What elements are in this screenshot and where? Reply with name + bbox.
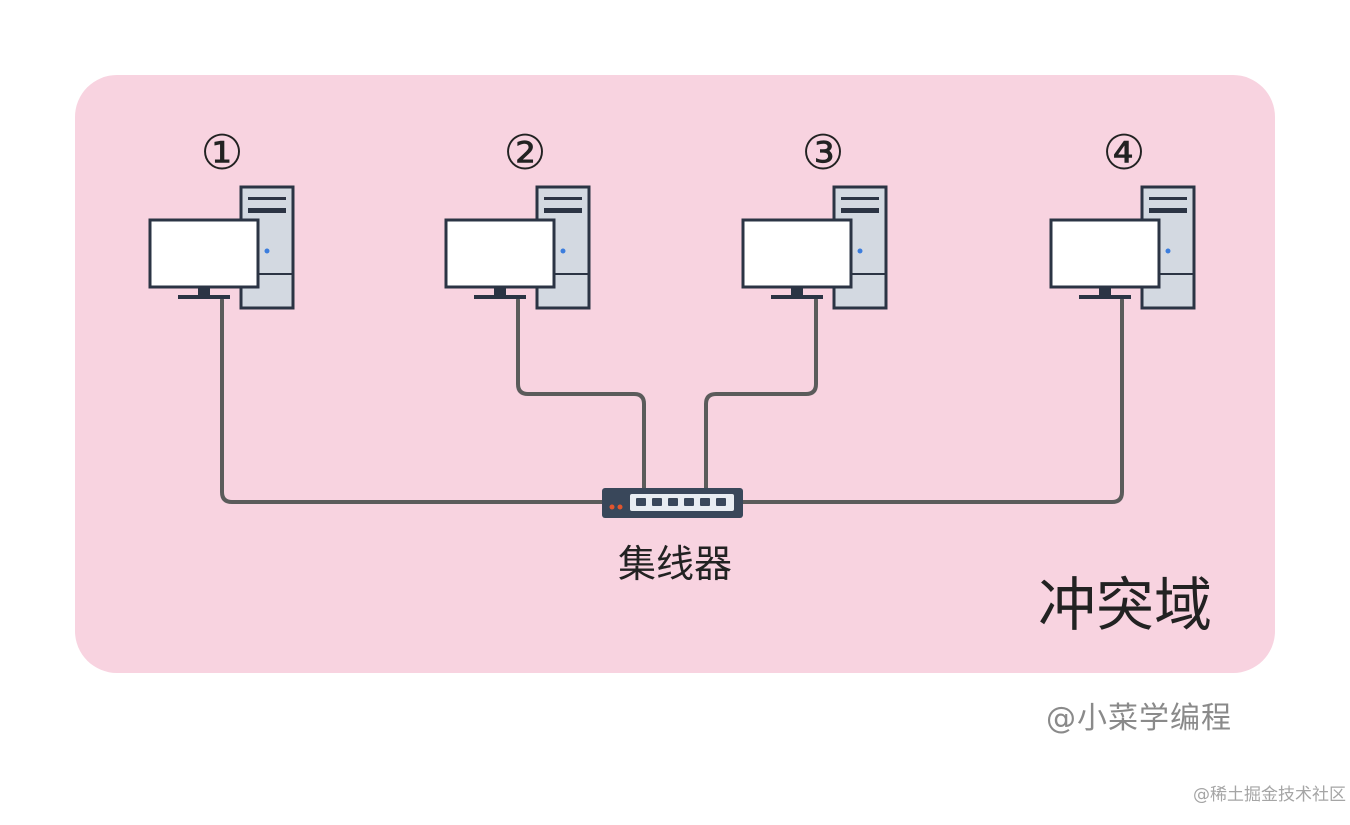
monitor-neck	[494, 287, 506, 296]
tower-slot	[841, 197, 879, 200]
cable-1	[220, 298, 606, 504]
monitor-screen	[148, 218, 260, 289]
hub-led	[609, 504, 615, 510]
hub-port	[668, 498, 678, 506]
computers: ① ② ③ ④	[148, 125, 1196, 310]
power-led	[264, 248, 270, 254]
hub-port	[716, 498, 726, 506]
monitor-neck	[1099, 287, 1111, 296]
cable-2	[516, 298, 646, 492]
computer-number-label: ④	[1102, 125, 1145, 181]
hub-led	[617, 504, 623, 510]
monitor-base	[771, 295, 823, 299]
hub-port	[636, 498, 646, 506]
computer: ②	[444, 125, 591, 310]
monitor-screen	[741, 218, 853, 289]
collision-domain-region	[75, 75, 1275, 673]
hub-label: 集线器	[618, 542, 732, 586]
tower-slot	[248, 197, 286, 200]
monitor-screen	[444, 218, 556, 289]
platform-watermark: @稀土掘金技术社区	[1193, 785, 1346, 805]
monitor-neck	[198, 287, 210, 296]
cable-4	[738, 298, 1124, 504]
computer: ①	[148, 125, 295, 310]
author-watermark: @小菜学编程	[1046, 701, 1232, 736]
monitor-base	[1079, 295, 1131, 299]
tower-slot	[841, 208, 879, 213]
monitor-base	[178, 295, 230, 299]
region-label: 冲突域	[1038, 571, 1212, 639]
hub-port	[684, 498, 694, 506]
computer-number-label: ③	[801, 125, 844, 181]
computer: ③	[741, 125, 888, 310]
monitor-base	[474, 295, 526, 299]
computer-number-label: ①	[200, 125, 243, 181]
tower-slot	[1149, 208, 1187, 213]
monitor-screen	[1049, 218, 1161, 289]
hub-port	[652, 498, 662, 506]
power-led	[1165, 248, 1171, 254]
tower-slot	[544, 197, 582, 200]
tower-slot	[248, 208, 286, 213]
hub-port	[700, 498, 710, 506]
computer: ④	[1049, 125, 1196, 310]
monitor-neck	[791, 287, 803, 296]
tower-slot	[1149, 197, 1187, 200]
power-led	[857, 248, 863, 254]
cables	[220, 298, 1124, 504]
cable-3	[704, 298, 818, 492]
computer-number-label: ②	[503, 125, 546, 181]
hub-ports	[636, 498, 726, 506]
tower-slot	[544, 208, 582, 213]
power-led	[560, 248, 566, 254]
hub	[602, 488, 743, 518]
